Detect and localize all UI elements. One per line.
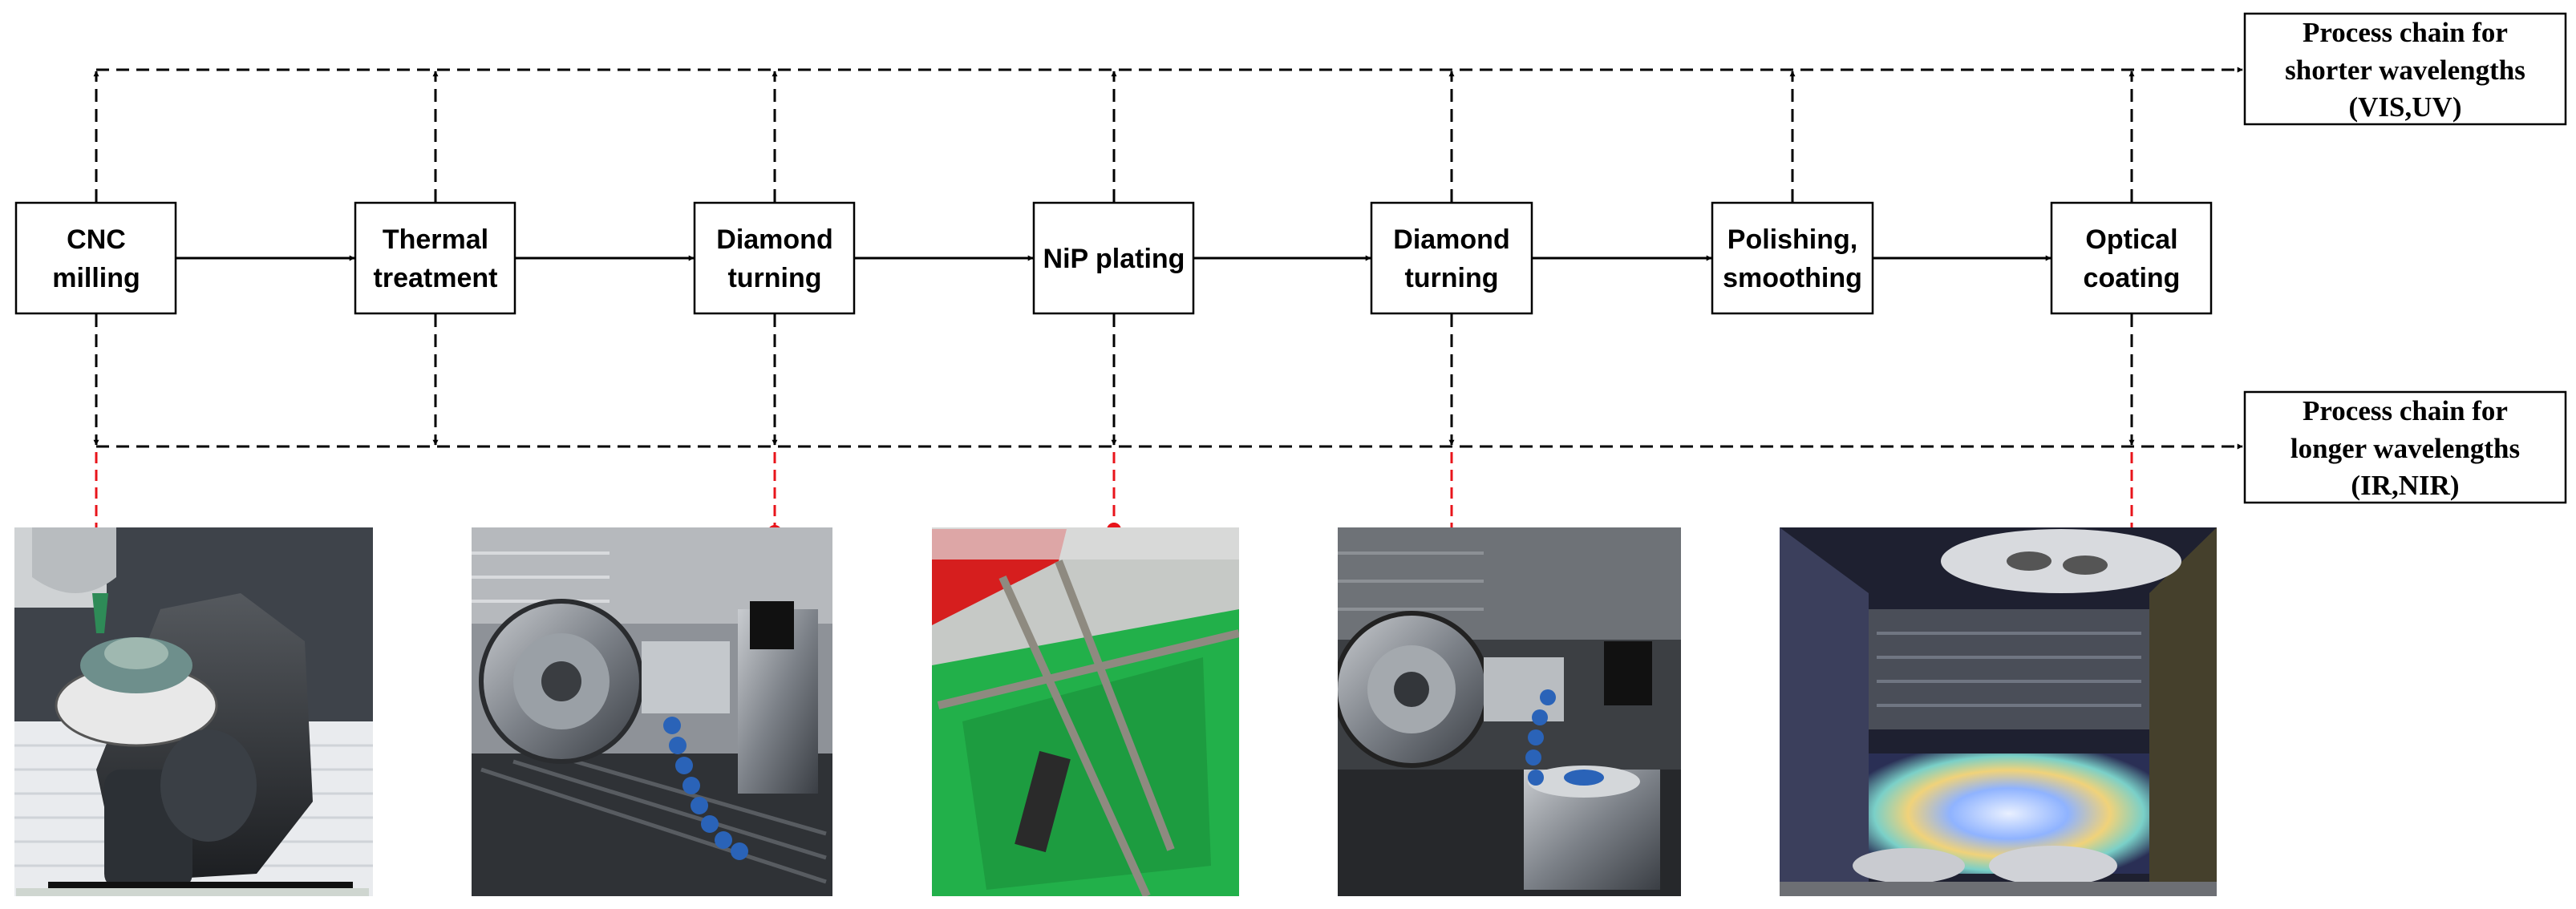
step-label-line2: smoothing: [1723, 263, 1862, 293]
step-label-line1: CNC: [67, 224, 126, 255]
output-line2: longer wavelengths: [2290, 433, 2520, 464]
output-line2: shorter wavelengths: [2285, 55, 2525, 86]
output-line3: (IR,NIR): [2351, 470, 2459, 501]
step-label-line1: NiP plating: [1043, 244, 1185, 274]
long-wavelength-branch: [93, 314, 2243, 450]
diamond-turning-machine-photo-icon: [1338, 527, 1681, 896]
cnc-milling-render-icon: [14, 527, 373, 896]
step-label-line1: Diamond: [716, 224, 832, 255]
step-polishing-smoothing: Polishing, smoothing: [1711, 201, 1874, 315]
step-label-line1: Optical: [2085, 224, 2177, 255]
step-label-line2: turning: [1404, 263, 1498, 293]
optical-coating-chamber-photo-icon: [1780, 527, 2217, 896]
nip-plating-bath-photo-icon: [932, 527, 1239, 896]
output-line1: Process chain for: [2303, 17, 2508, 48]
step-diamond-turning-2: Diamond turning: [1370, 201, 1533, 315]
step-label-line1: Diamond: [1393, 224, 1509, 255]
step-label-line2: milling: [52, 263, 140, 293]
step-label-line2: coating: [2084, 263, 2181, 293]
output-shorter-wavelengths: Process chain for shorter wavelengths (V…: [2243, 12, 2567, 126]
step-optical-coating: Optical coating: [2050, 201, 2213, 315]
short-wavelength-branch: [93, 67, 2243, 202]
step-thermal-treatment: Thermal treatment: [354, 201, 516, 315]
step-diamond-turning-1: Diamond turning: [693, 201, 856, 315]
output-longer-wavelengths: Process chain for longer wavelengths (IR…: [2243, 390, 2567, 504]
step-cnc-milling: CNC milling: [14, 201, 177, 315]
step-label-line2: treatment: [374, 263, 498, 293]
step-label-line1: Thermal: [383, 224, 488, 255]
output-line3: (VIS,UV): [2349, 91, 2462, 123]
step-label-line2: turning: [727, 263, 821, 293]
output-line1: Process chain for: [2303, 395, 2508, 426]
step-nip-plating: NiP plating: [1032, 201, 1195, 315]
diamond-turning-machine-photo-icon: [472, 527, 832, 896]
step-label-line1: Polishing,: [1727, 224, 1857, 255]
